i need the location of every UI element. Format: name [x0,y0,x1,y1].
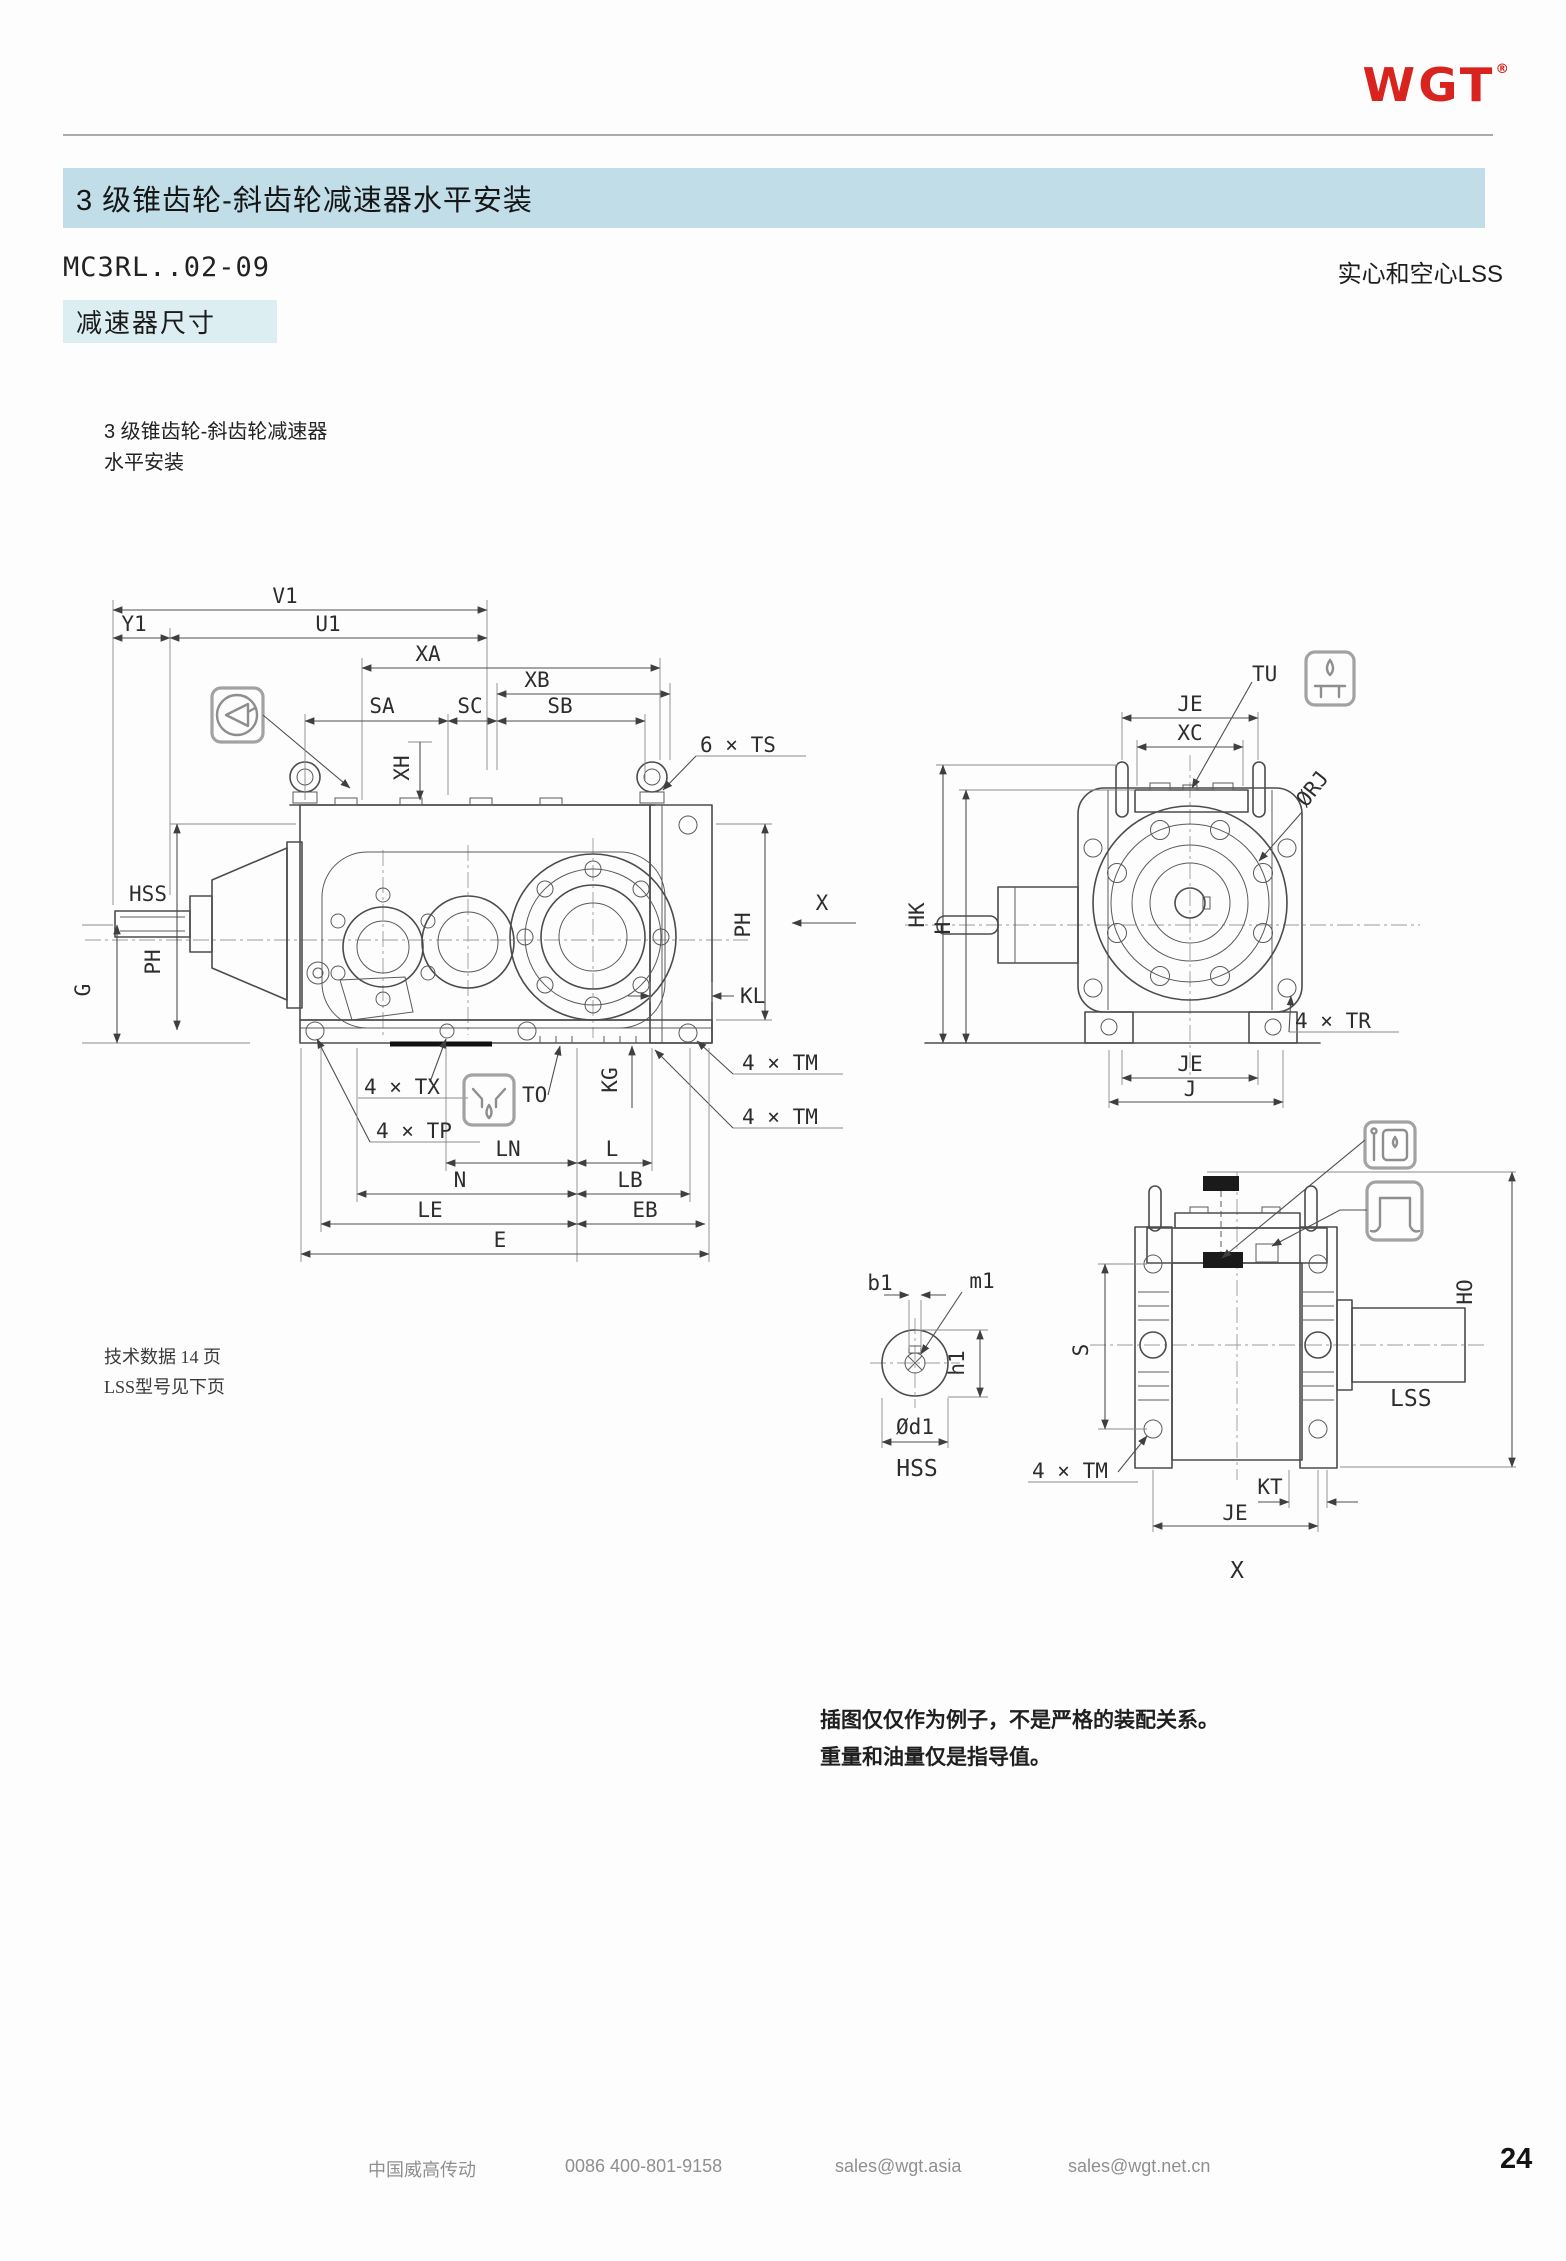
lifting-eye-right [636,761,668,804]
breather-icon [1304,650,1356,707]
gearbox-housing-side [114,761,713,1047]
model-row: MC3RL..02-09 实心和空心LSS [63,252,1503,288]
dim-label-hk: HK [905,902,929,928]
dim-label-to: TO [522,1083,547,1107]
drawing-caption-line2: 水平安装 [104,452,184,474]
lss-view-dimension-lines [1028,1171,1516,1532]
page-title: 3 级锥齿轮-斜齿轮减速器水平安装 [76,185,533,217]
dim-label-sc: SC [457,694,482,718]
disclaimer-line2: 重量和油量仅是指导值。 [820,1746,1051,1769]
gearbox-housing-end [924,761,1321,1044]
gearbox-housing-lss [1134,1176,1466,1469]
dim-label-xc: XC [1177,721,1202,745]
dim-label-v1: V1 [272,584,297,608]
mounting-bracket-icon [1365,1180,1424,1242]
disclaimer-note: 插图仅仅作为例子，不是严格的装配关系。 重量和油量仅是指导值。 [820,1702,1219,1776]
dim-label-tr: 4 × TR [1295,1009,1371,1033]
dim-label-ph-right: PH [731,912,755,937]
eyebolt-icon [210,686,265,744]
side-view-centerlines [85,838,748,1038]
shaft-section-drawing: b1 m1 h1 Ød1 HSS [867,1269,994,1482]
disclaimer-line1: 插图仅仅作为例子，不是严格的装配关系。 [820,1709,1219,1732]
shaft-label-lss: LSS [1390,1386,1432,1412]
subsection-band: 减速器尺寸 [63,300,277,343]
page-number: 24 [1500,2143,1533,2175]
top-rule [63,134,1493,136]
end-view-centerlines [905,755,1420,1075]
side-view-dimension-lines [82,600,856,1262]
dim-label-lb: LB [617,1168,642,1192]
dim-label-je-top: JE [1177,692,1202,716]
dim-label-xa: XA [415,642,441,666]
dim-label-sb: SB [547,694,572,718]
view-label-x: X [1230,1558,1244,1584]
dim-label-tm-a: 4 × TM [742,1051,818,1075]
technical-data-note-line2: LSS型号见下页 [104,1377,226,1397]
dim-label-j: J [1184,1077,1197,1101]
view-arrow-label-x: X [816,891,829,915]
drawing-caption: 3 级锥齿轮-斜齿轮减速器 水平安装 [104,417,327,479]
wgt-logo: WGT® [1362,58,1509,112]
dim-label-le: LE [417,1198,442,1222]
dim-label-h1: h1 [945,1350,969,1375]
dim-label-d1: Ød1 [896,1415,934,1439]
dim-label-b1: b1 [867,1271,892,1295]
dim-label-tp: 4 × TP [376,1119,452,1143]
dim-label-ts: 6 × TS [700,733,776,757]
dim-label-tm: 4 × TM [1032,1459,1108,1483]
dim-label-tx: 4 × TX [364,1075,440,1099]
dim-label-kt: KT [1257,1475,1283,1499]
lss-view-drawing: S HO LSS 4 × TM KT JE X [1028,1120,1516,1584]
dim-label-sa: SA [369,694,395,718]
subsection-label: 减速器尺寸 [76,308,217,338]
dim-label-rj: ØRJ [1291,766,1333,811]
shaft-section-label-hss: HSS [896,1456,938,1482]
dim-label-tu: TU [1252,662,1277,686]
page-footer: 中国威高传动 0086 400-801-9158 sales@wgt.asia … [0,2156,1566,2186]
dim-label-l: L [606,1137,619,1161]
shaft-label-hss: HSS [129,882,167,906]
dim-label-eb: EB [632,1198,657,1222]
technical-data-note-line1: 技术数据 14 页 [104,1347,221,1367]
dim-label-e: E [494,1228,507,1252]
technical-data-note: 技术数据 14 页 LSS型号见下页 [104,1342,225,1402]
logo-text: WGT [1362,58,1496,112]
end-view-drawing: TU JE XC ØRJ HK H 4 × TR JE J [905,650,1420,1108]
dim-label-kl: KL [740,984,765,1008]
end-view-dimension-lines [936,681,1399,1108]
footer-email-asia: sales@wgt.asia [835,2156,962,2176]
side-view-drawing: V1 Y1 U1 XA XB SA SC SB XH 6 × TS HSS PH… [71,584,856,1262]
model-code: MC3RL..02-09 [63,252,271,283]
dim-label-h: H [931,922,955,935]
dim-label-n: N [454,1168,467,1192]
shaft-section-dimension-lines [881,1291,988,1448]
shaft-type-note: 实心和空心LSS [1337,261,1503,288]
registered-mark: ® [1495,62,1509,77]
section-header-band: 3 级锥齿轮-斜齿轮减速器水平安装 [63,168,1485,228]
dim-label-y1: Y1 [121,612,146,636]
dim-label-tm-b: 4 × TM [742,1105,818,1129]
oil-dipstick-icon [1363,1120,1417,1170]
dim-label-xb: XB [524,668,549,692]
dim-label-ln: LN [495,1137,520,1161]
oil-drain-icon [462,1073,516,1127]
dim-label-ho: HO [1453,1279,1477,1304]
footer-company: 中国威高传动 [368,2160,476,2180]
dim-label-u1: U1 [315,612,340,636]
footer-phone: 0086 400-801-9158 [565,2156,723,2176]
dim-label-kg: KG [598,1067,622,1092]
dim-label-ph-left: PH [141,949,165,974]
dim-label-g: G [71,984,95,997]
dim-label-m1: m1 [969,1269,994,1293]
dim-label-je-bottom: JE [1177,1052,1202,1076]
drawing-caption-line1: 3 级锥齿轮-斜齿轮减速器 [104,421,328,443]
dim-label-je: JE [1222,1501,1247,1525]
dim-label-s: S [1069,1344,1093,1357]
dim-label-xh: XH [390,755,414,780]
footer-email-cn: sales@wgt.net.cn [1068,2156,1211,2176]
input-shaft-hss [114,841,330,1009]
